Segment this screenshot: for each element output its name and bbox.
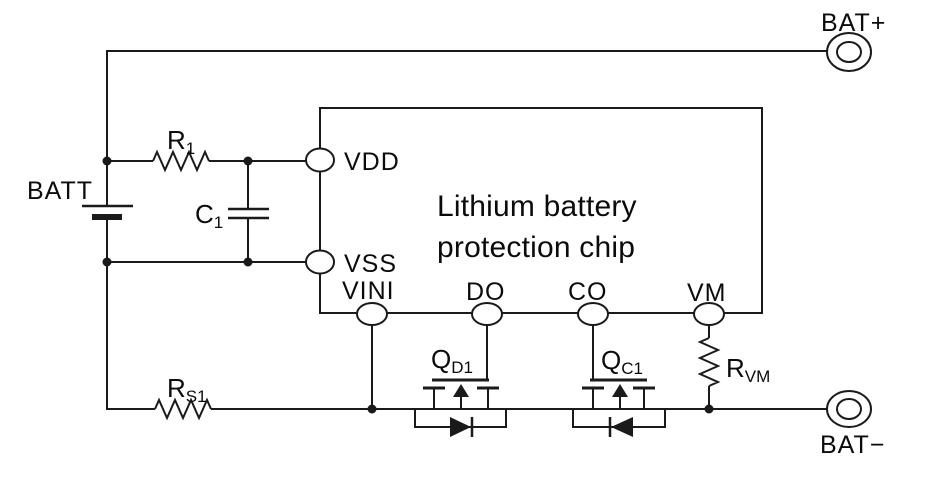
rs1-label: RS1: [167, 373, 207, 406]
chip-outline: [319, 107, 763, 314]
pin-vdd-circle: [305, 147, 335, 173]
bat-minus-label: BAT−: [820, 431, 885, 459]
qd1-label: QD1: [431, 344, 473, 377]
protection-chip: Lithium battery protection chip: [319, 107, 763, 314]
qd1-body-diode: [450, 417, 471, 437]
battery-label: BATT: [27, 177, 93, 205]
bat-plus-inner-circle: [836, 41, 862, 63]
pin-vss-label: VSS: [344, 250, 397, 278]
terminal-bat-minus: BAT−: [820, 390, 885, 459]
r1-label: R1: [167, 125, 195, 158]
pin-do-circle: [471, 302, 503, 326]
junction-dot: [704, 404, 714, 414]
c1-label: C1: [195, 199, 223, 232]
junction-dots: [102, 156, 714, 414]
chip-title-line2: protection chip: [437, 231, 635, 264]
qd1-body-arrow: [453, 384, 469, 397]
pin-vini-label: VINI: [342, 277, 395, 305]
junction-dot: [367, 404, 377, 414]
qc1-body-arrow: [612, 384, 628, 397]
power-rails: [106, 50, 827, 410]
terminal-bat-plus: BAT+: [821, 9, 886, 72]
top-rail-wire: [106, 50, 827, 206]
battery-symbol: [82, 204, 133, 220]
resistor-r1: [107, 149, 320, 173]
capacitor-c1: [228, 161, 269, 262]
pin-co-label: CO: [568, 278, 608, 306]
junction-dot: [102, 156, 112, 166]
bat-minus-inner-circle: [836, 398, 862, 420]
mosfet-qc1: [572, 378, 666, 437]
pin-vm-circle: [693, 302, 725, 326]
junction-dot: [102, 257, 112, 267]
mosfet-qd1: [414, 378, 507, 437]
left-vertical-wire: [106, 217, 155, 410]
rvm-label: RVM: [726, 353, 770, 386]
pin-do-label: DO: [466, 278, 506, 306]
junction-dot: [243, 156, 253, 166]
pin-vss-circle: [305, 249, 335, 275]
chip-pins: [305, 147, 725, 326]
qc1-label: QC1: [601, 345, 643, 378]
qc1-body-diode: [611, 417, 633, 437]
pin-co-circle: [577, 302, 609, 326]
rvm-zigzag: [697, 337, 721, 387]
pin-vm-label: VM: [687, 279, 727, 307]
chip-title-line1: Lithium battery: [437, 190, 637, 223]
pin-vdd-label: VDD: [344, 148, 400, 176]
bat-plus-label: BAT+: [821, 9, 886, 37]
junction-dot: [243, 257, 253, 267]
r1-zigzag: [152, 149, 210, 173]
resistor-rvm: [697, 314, 721, 409]
rs1-zigzag: [154, 397, 212, 421]
pin-vini-circle: [356, 302, 388, 326]
